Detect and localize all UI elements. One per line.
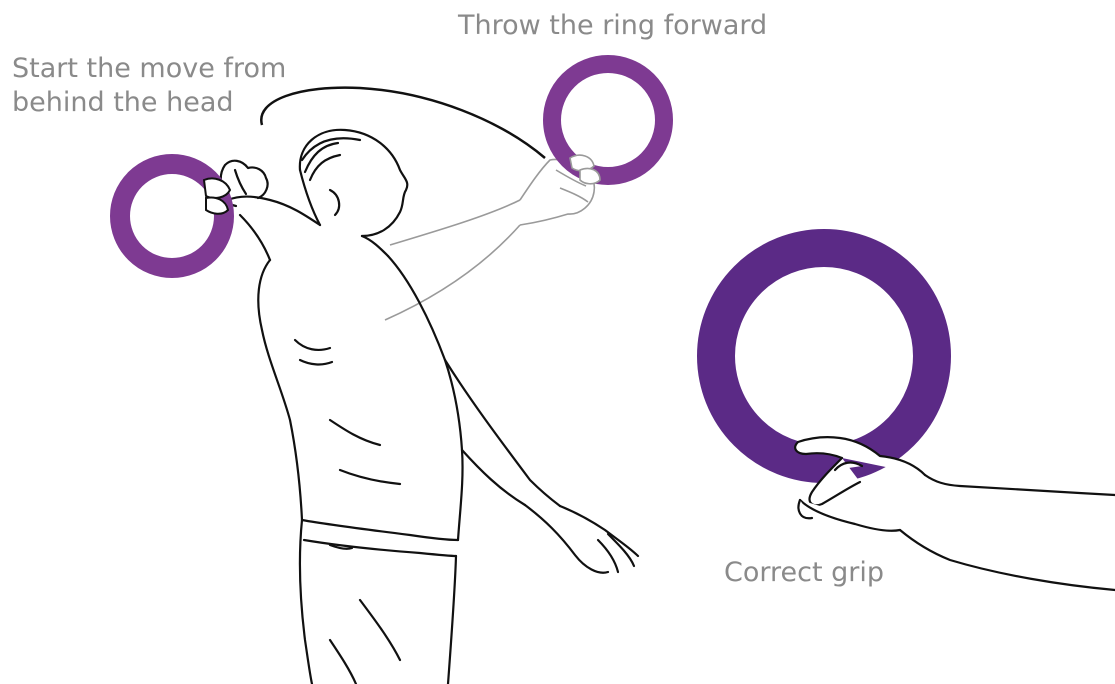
start-caption-line-1: Start the move from <box>12 52 286 86</box>
correct-grip-caption: Correct grip <box>724 556 884 590</box>
start-move-caption: Start the move from behind the head <box>12 52 286 120</box>
ring-correct-grip <box>716 248 932 464</box>
throw-forward-caption: Throw the ring forward <box>458 9 767 43</box>
start-caption-line-2: behind the head <box>12 86 286 120</box>
ring-thrown-forward <box>552 64 664 176</box>
